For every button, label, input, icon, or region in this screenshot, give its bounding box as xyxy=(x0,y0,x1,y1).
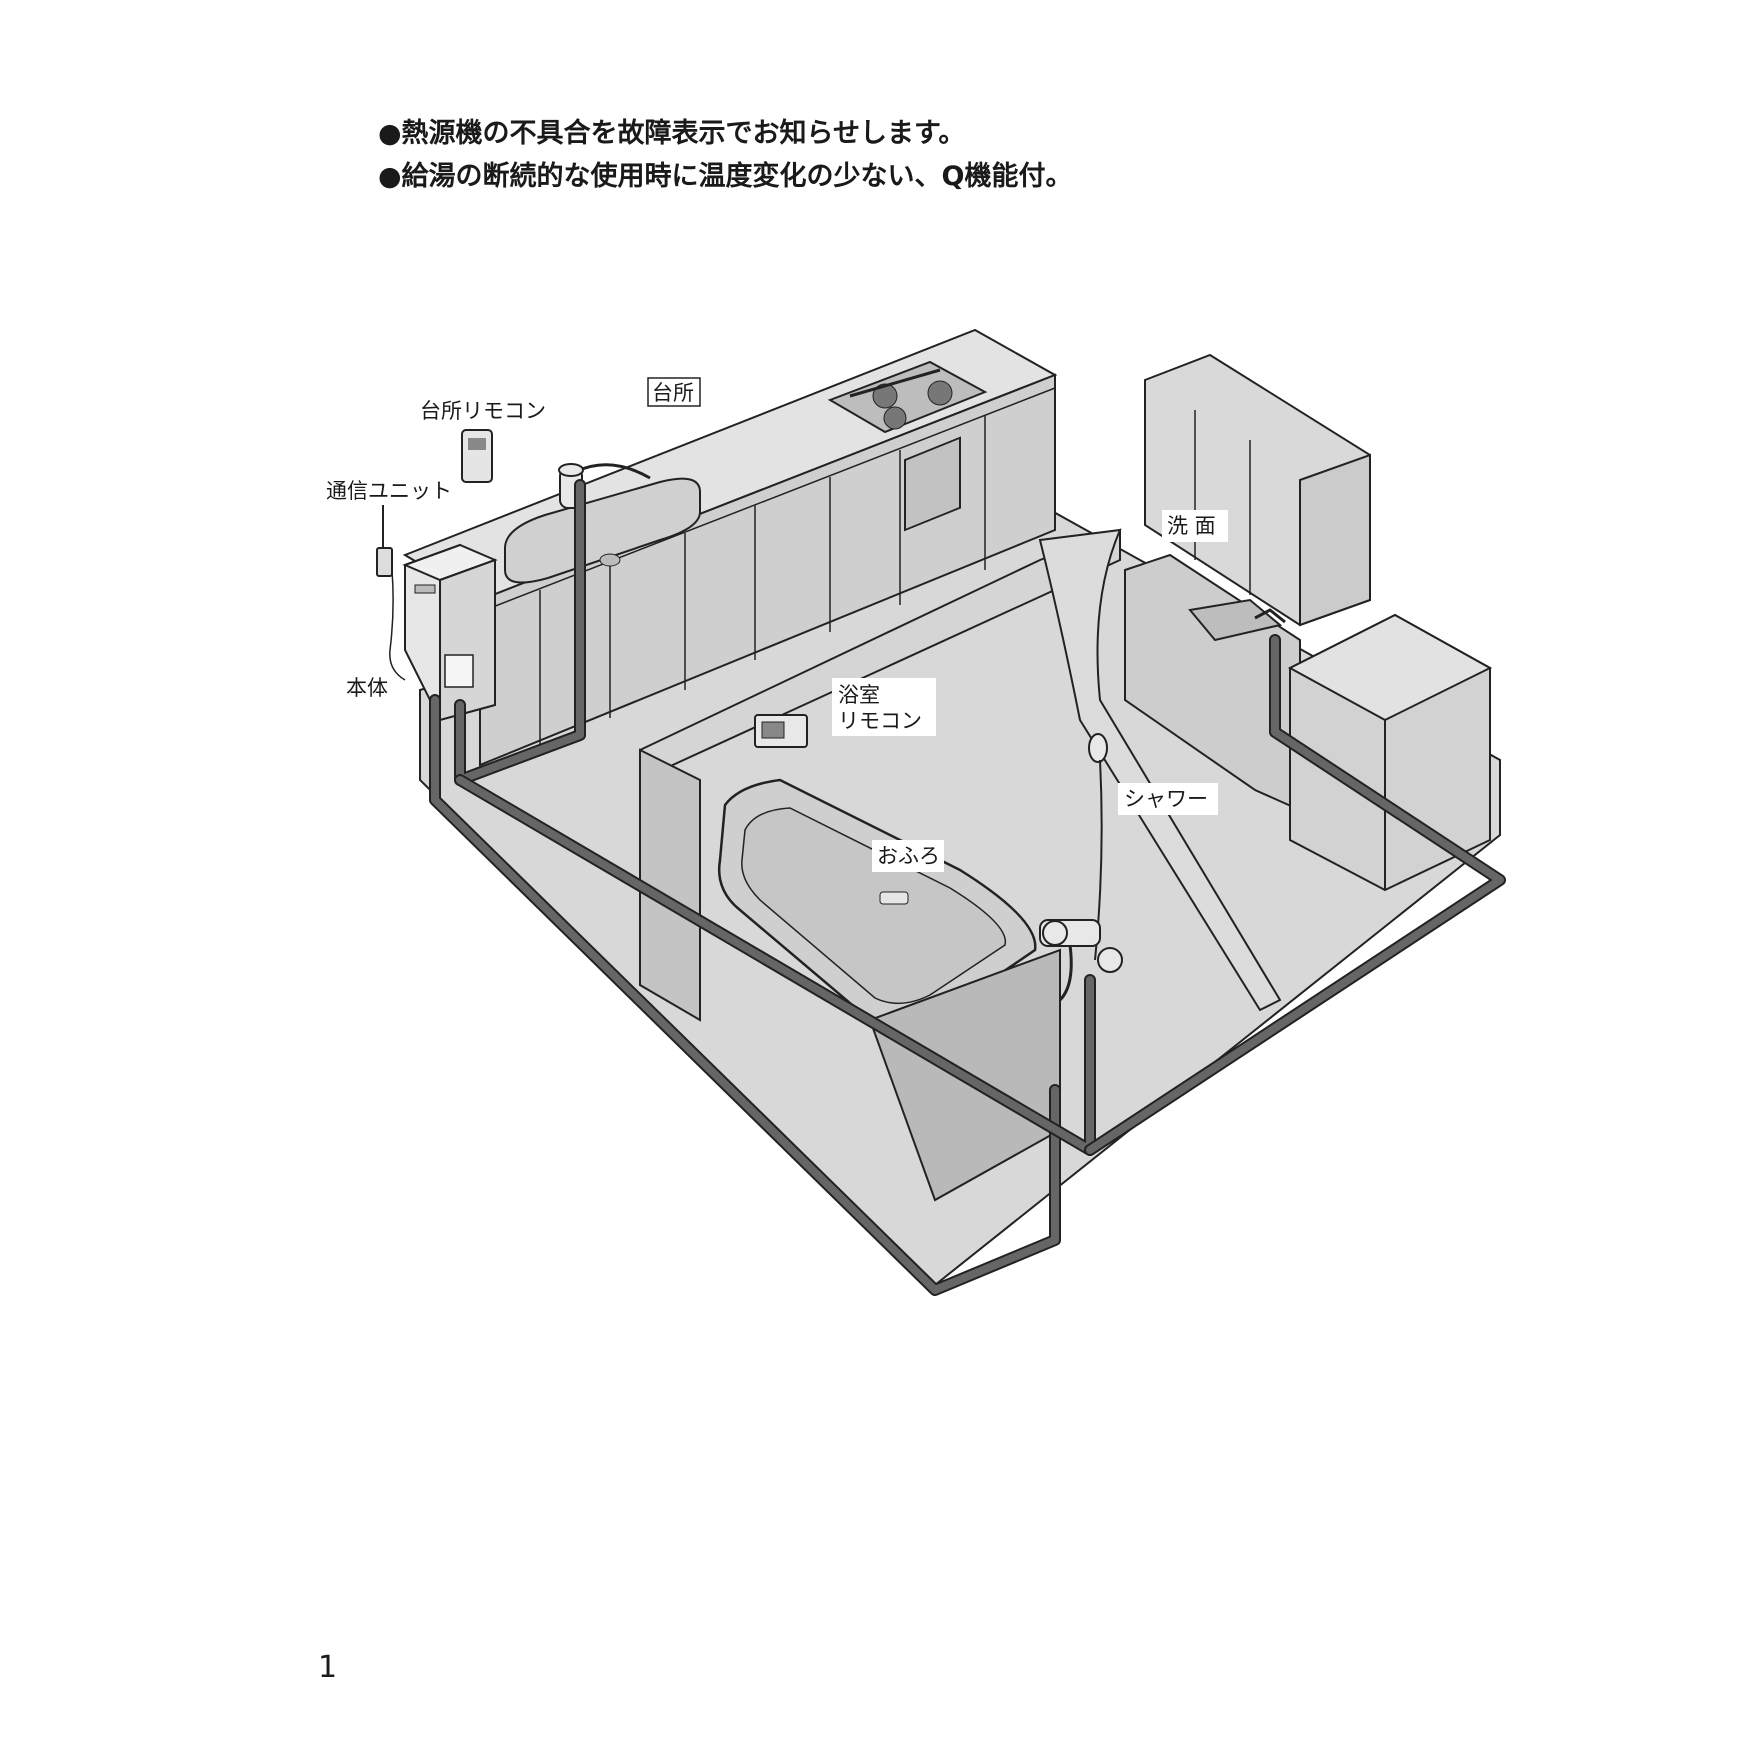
kitchen-label: 台所 xyxy=(652,381,694,405)
washing-machine xyxy=(1287,613,1493,892)
kitchen-sink xyxy=(504,477,701,584)
page-number: 1 xyxy=(318,1650,338,1685)
bath-remote-label-bg xyxy=(832,678,936,736)
kitchen-label-box xyxy=(647,377,701,407)
washroom-cabinet xyxy=(1124,353,1371,812)
washroom-label: 洗 面 xyxy=(1167,514,1216,538)
hot-water-pipes xyxy=(429,479,1506,1296)
main-unit-label: 本体 xyxy=(346,676,388,700)
shower-label-bg xyxy=(1118,783,1218,815)
shower-label: シャワー xyxy=(1124,787,1208,811)
comm-unit-label: 通信ユニット xyxy=(326,479,452,503)
bullet-q-function: ●給湯の断続的な使用時に温度変化の少ない、Q機能付。 xyxy=(378,161,1073,192)
water-heater-unit xyxy=(376,429,498,722)
kitchen-remote-label: 台所リモコン xyxy=(420,399,546,423)
bath-label: おふろ xyxy=(877,844,940,868)
kitchen-counter xyxy=(402,328,1058,767)
labels: 台所 台所リモコン 通信ユニット 本体 浴室 リモコン 洗 面 シャワー おふろ xyxy=(326,377,1228,872)
bullet-fault-display: ●熱源機の不具合を故障表示でお知らせします。 xyxy=(378,118,966,149)
kitchen-remote-device xyxy=(461,429,493,483)
bath-remote-label-line1: 浴室 xyxy=(838,683,880,707)
gas-cooktop xyxy=(827,360,988,434)
bath-remote-label-line2: リモコン xyxy=(838,709,922,733)
comm-unit-device xyxy=(376,547,393,577)
bath-mixer-faucet xyxy=(1039,919,1123,1002)
feature-bullets: ●熱源機の不具合を故障表示でお知らせします。 ●給湯の断続的な使用時に温度変化の… xyxy=(378,112,1073,198)
washroom-label-bg xyxy=(1162,510,1228,542)
bath-label-bg xyxy=(872,840,944,872)
